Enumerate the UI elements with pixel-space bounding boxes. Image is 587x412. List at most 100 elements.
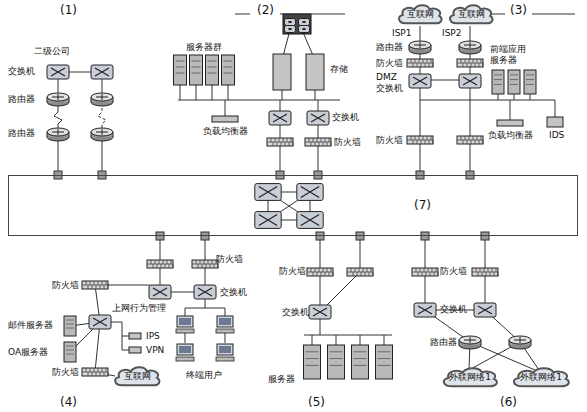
ips-icon [129, 333, 141, 339]
switch-icon [149, 285, 171, 299]
server-icon [190, 55, 203, 85]
device-label: 交换机 [332, 112, 359, 123]
firewall-icon [267, 138, 293, 146]
device-label: 防火墙 [440, 266, 467, 277]
server-icon [524, 70, 536, 94]
server-icon [376, 345, 393, 379]
device-label: ISP2 [442, 28, 462, 39]
cloud-node: 外联网络1 [510, 366, 572, 389]
port-square [481, 232, 489, 240]
device-label: 前端应用 服务器 [490, 44, 530, 66]
router-icon [459, 41, 481, 54]
device-label: 防火墙 [52, 367, 79, 378]
wire [470, 80, 471, 175]
device-label: 路由器 [376, 42, 403, 53]
callout-number: (2) [257, 3, 274, 17]
firewall-icon [457, 59, 483, 67]
wire [532, 14, 575, 15]
cloud-node: 互联网 [447, 3, 495, 26]
device-label: 邮件服务器 [8, 320, 53, 331]
switch-icon [285, 19, 296, 26]
port-square [316, 232, 324, 240]
firewall-icon [307, 268, 333, 276]
callout-number: (1) [60, 3, 77, 17]
server-icon [174, 55, 187, 85]
server-icon [206, 55, 219, 85]
router-icon [47, 128, 69, 141]
switch-icon [47, 65, 69, 79]
wire [336, 335, 337, 345]
firewall-icon [305, 138, 331, 146]
server-icon [492, 70, 504, 94]
port-square [156, 232, 164, 240]
storage-icon [273, 54, 291, 90]
device-label: DMZ 交换机 [376, 72, 406, 94]
device-label: 服务器 [268, 374, 295, 385]
device-label: 服务器群 [186, 42, 222, 53]
cloud-node: 互联网 [112, 365, 162, 388]
switch-icon [285, 26, 296, 33]
device-label: 负载均衡器 [203, 126, 248, 137]
port-square [421, 232, 429, 240]
device-label: VPN [146, 345, 164, 356]
ids-icon [547, 117, 563, 127]
callout-number: (4) [60, 395, 77, 409]
backbone-band: (7) [8, 175, 578, 236]
router-icon [91, 128, 113, 141]
switch-icon [459, 74, 481, 88]
firewall-icon [407, 59, 433, 67]
wire [420, 100, 555, 101]
switch-icon [414, 303, 436, 317]
device-label: 交换机 [440, 304, 467, 315]
device-label: 交换机 [220, 287, 247, 298]
cloud-label: 外联网络1 [520, 372, 562, 383]
firewall-icon [82, 368, 108, 376]
load-balancer-icon [212, 116, 238, 122]
cloud-label: 互联网 [458, 9, 485, 20]
switch-icon [297, 184, 323, 201]
callout-number: (5) [308, 395, 325, 409]
callout-number: (7) [414, 198, 431, 212]
switch-icon [194, 285, 216, 299]
device-label: 路由器 [8, 128, 35, 139]
server-icon [352, 345, 369, 379]
firewall-icon [347, 268, 373, 276]
wire [360, 335, 361, 345]
port-square [201, 232, 209, 240]
firewall-icon [407, 136, 433, 144]
device-label: 防火墙 [376, 58, 403, 69]
server-icon [222, 55, 235, 85]
device-label: 上网行为管理 [112, 303, 166, 314]
device-label: 二级公司 [34, 46, 70, 57]
switch-icon [269, 111, 291, 125]
switch-icon [307, 111, 329, 125]
device-label: 防火墙 [376, 135, 403, 146]
router-icon [91, 93, 113, 106]
device-label: 负载均衡器 [488, 130, 533, 141]
wire [235, 14, 250, 15]
cloud-node: 外联网络1 [440, 366, 500, 389]
cloud-label: 互联网 [407, 9, 434, 20]
callout-number: (6) [500, 395, 517, 409]
wire [420, 80, 421, 175]
switch-icon [297, 212, 323, 229]
device-label: IDS [549, 130, 564, 141]
terminal-icon [176, 316, 194, 333]
cloud-label: 互联网 [124, 371, 151, 382]
firewall-icon [472, 268, 498, 276]
firewall-icon [147, 260, 173, 268]
switch-icon [409, 74, 431, 88]
device-label: ISP1 [392, 28, 412, 39]
server-icon [64, 316, 76, 336]
storage-icon [306, 54, 324, 90]
switch-icon [474, 303, 496, 317]
device-label: 存储 [330, 64, 348, 75]
device-label: OA服务器 [8, 347, 48, 358]
terminal-icon [216, 344, 234, 361]
device-label: 终端用户 [186, 370, 222, 381]
device-label: 路由器 [430, 337, 457, 348]
device-label: 防火墙 [334, 137, 361, 148]
callout-number: (3) [510, 3, 527, 17]
device-label: 防火墙 [216, 254, 243, 265]
wire [304, 335, 392, 336]
